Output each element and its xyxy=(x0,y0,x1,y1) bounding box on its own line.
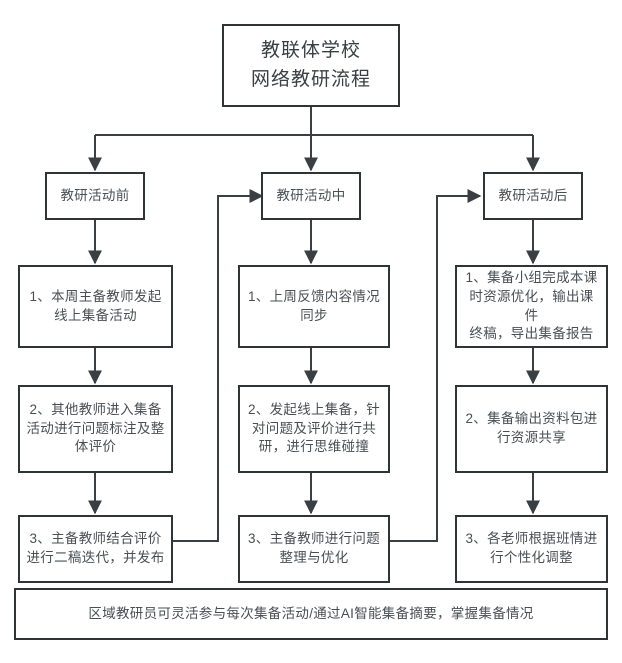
step-after-3-text: 3、各老师根据班情进 行个性化调整 xyxy=(465,531,598,565)
step-during-1: 1、上周反馈内容情况 同步 xyxy=(238,265,390,348)
step-during-3-text: 3、主备教师进行问题 整理与优化 xyxy=(247,531,380,565)
phase-header-before: 教研活动前 xyxy=(45,172,145,220)
step-during-2-text: 2、发起线上集备，针 对问题及评价进行共 研，进行思维碰撞 xyxy=(247,402,380,455)
step-during-2: 2、发起线上集备，针 对问题及评价进行共 研，进行思维碰撞 xyxy=(238,385,390,473)
connector-before-step3-to-during-phase xyxy=(173,189,264,542)
step-during-3: 3、主备教师进行问题 整理与优化 xyxy=(238,515,390,583)
diagram-title-text: 教联体学校 网络教研流程 xyxy=(250,40,371,90)
step-before-2-text: 2、其他教师进入集备 活动进行问题标注及整 体评价 xyxy=(26,402,165,455)
phase-header-after-label: 教研活动后 xyxy=(498,187,568,203)
footer-note-box: 区域教研员可灵活参与每次集备活动/通过AI智能集备摘要，掌握集备情况 xyxy=(14,588,608,640)
step-after-2: 2、集备输出资料包进 行资源共享 xyxy=(455,385,608,473)
phase-header-before-label: 教研活动前 xyxy=(60,187,130,203)
phase-header-after: 教研活动后 xyxy=(483,172,583,220)
step-before-1-text: 1、本周主备教师发起 线上集备活动 xyxy=(29,288,162,323)
phase-header-during: 教研活动中 xyxy=(261,172,361,220)
diagram-title-box: 教联体学校 网络教研流程 xyxy=(222,24,400,107)
step-after-2-text: 2、集备输出资料包进 行资源共享 xyxy=(465,411,598,445)
step-after-1: 1、集备小组完成本课 时资源优化，输出课件 终稿，导出集备报告 xyxy=(455,265,608,348)
footer-note-text: 区域教研员可灵活参与每次集备活动/通过AI智能集备摘要，掌握集备情况 xyxy=(88,605,534,621)
step-before-2: 2、其他教师进入集备 活动进行问题标注及整 体评价 xyxy=(18,385,173,473)
phase-header-during-label: 教研活动中 xyxy=(276,187,346,203)
step-before-1: 1、本周主备教师发起 线上集备活动 xyxy=(18,265,173,348)
step-after-1-text: 1、集备小组完成本课 时资源优化，输出课件 终稿，导出集备报告 xyxy=(465,270,598,342)
step-during-1-text: 1、上周反馈内容情况 同步 xyxy=(247,288,380,323)
step-after-3: 3、各老师根据班情进 行个性化调整 xyxy=(455,515,608,583)
connector-during-step3-to-after-phase xyxy=(390,189,482,542)
step-before-3-text: 3、主备教师结合评价 进行二稿迭代，并发布 xyxy=(26,531,165,565)
step-before-3: 3、主备教师结合评价 进行二稿迭代，并发布 xyxy=(18,515,173,583)
